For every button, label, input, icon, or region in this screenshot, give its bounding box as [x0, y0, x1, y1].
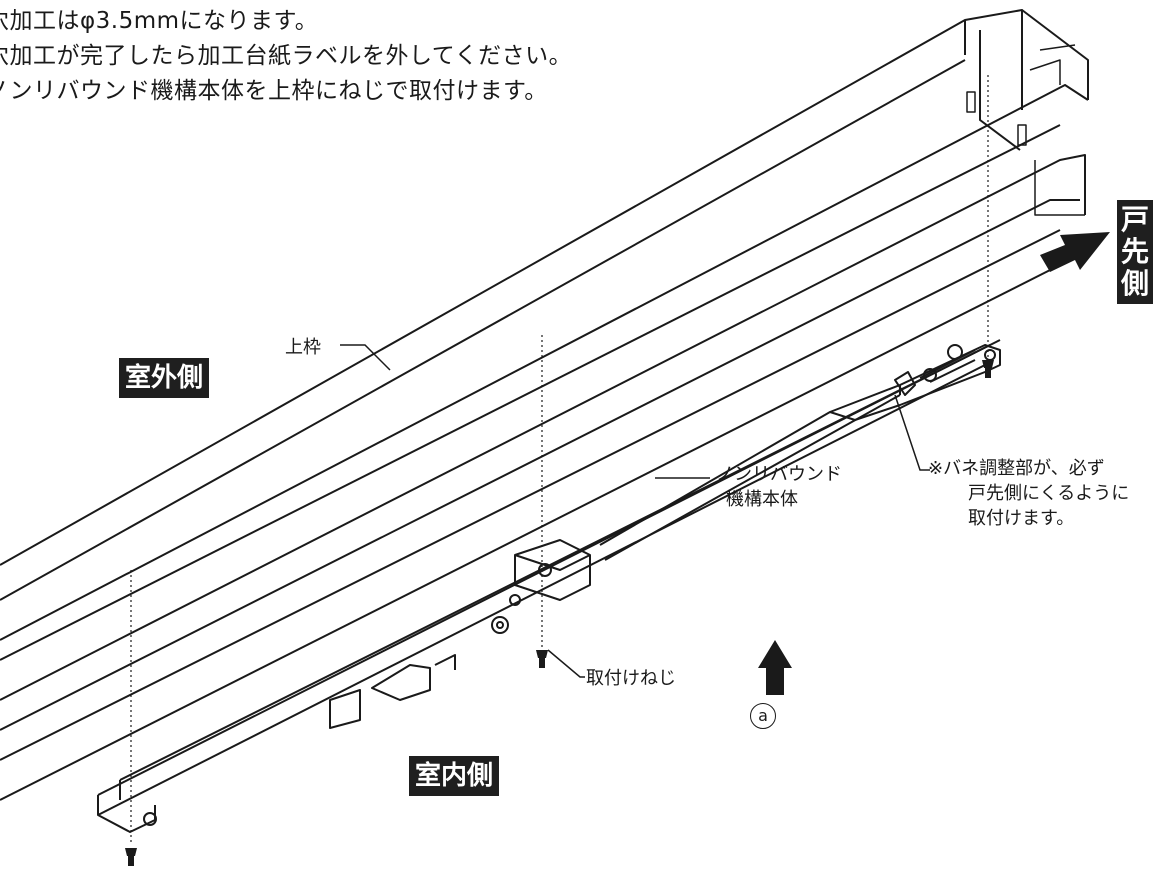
instruction-line: 穴加工はφ3.5mmになります。 [0, 8, 319, 34]
view-marker-a: a [750, 703, 776, 729]
spring-adjustment-note: ※バネ調整部が、必ず 戸先側にくるように 取付けます。 [928, 456, 1129, 531]
mechanism-label-line2: 機構本体 [726, 489, 798, 510]
instruction-line: ノンリバウンド機構本体を上枠にねじで取付けます。 [0, 78, 548, 104]
screw-icon [125, 360, 994, 866]
door-edge-char: 側 [1120, 267, 1149, 300]
screw-axis-lines [130, 75, 989, 845]
leader-lines [340, 344, 930, 678]
arrow-up-icon [758, 640, 792, 695]
mounting-screw-label: 取付けねじ [586, 668, 676, 689]
note-line3: 取付けます。 [968, 508, 1075, 529]
upper-frame-rail [0, 9, 1089, 801]
mechanism-label: ノンリバウンド 機構本体 [716, 462, 842, 512]
instruction-list: 穴加工はφ3.5mmになります。 穴加工が完了したら加工台紙ラベルを外してくださ… [0, 4, 572, 109]
note-line1: ※バネ調整部が、必ず [928, 458, 1105, 479]
door-edge-char: 先 [1120, 235, 1149, 268]
instruction-line: 穴加工が完了したら加工台紙ラベルを外してください。 [0, 43, 573, 69]
note-line2: 戸先側にくるように [968, 483, 1130, 504]
indoor-side-badge: 室内側 [409, 756, 500, 796]
arrow-right-icon [1040, 232, 1110, 272]
frame-end-cap [966, 44, 1076, 146]
door-edge-char: 戸 [1120, 203, 1149, 236]
outdoor-side-badge: 室外側 [119, 358, 210, 398]
door-edge-side-badge: 戸 先 側 [1117, 200, 1153, 304]
non-rebound-mechanism [97, 339, 1001, 833]
upper-frame-label: 上枠 [285, 337, 321, 358]
mechanism-label-line1: ノンリバウンド [716, 464, 842, 485]
